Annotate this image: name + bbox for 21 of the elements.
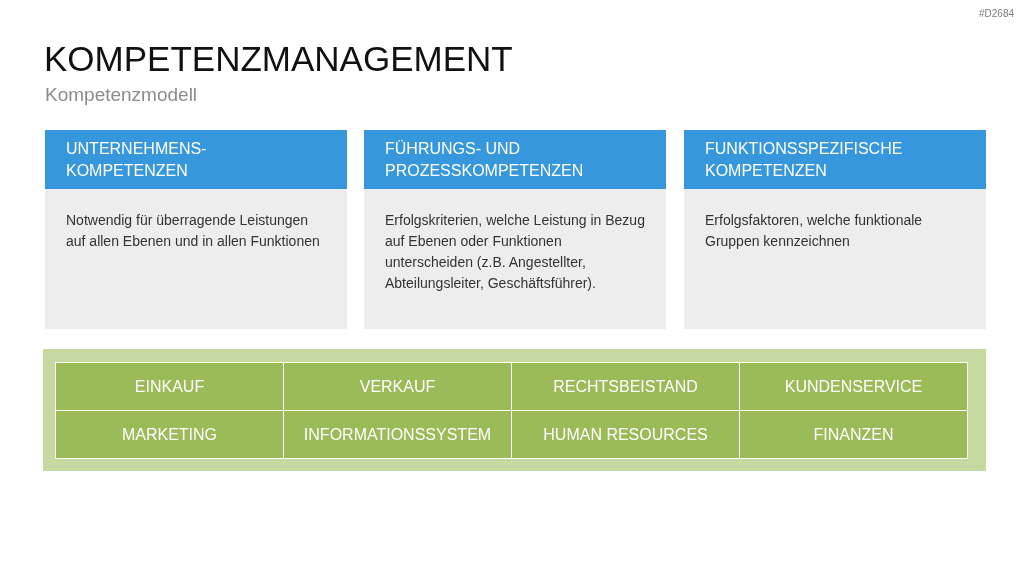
document-id: #D2684	[978, 7, 1014, 20]
card-header: FÜHRUNGS- UND PROZESSKOMPETENZEN	[364, 130, 666, 189]
info-card	[684, 130, 986, 329]
info-card	[364, 130, 666, 329]
slide-subtitle: Kompetenzmodell	[45, 83, 198, 107]
table-cell: HUMAN RESOURCES	[511, 410, 740, 459]
table-cell: FINANZEN	[739, 410, 968, 459]
card-description: Erfolgsfaktoren, welche funktionale Gruppen kennzeichnen	[705, 211, 924, 251]
slide-title: KOMPETENZMANAGEMENT	[44, 38, 513, 80]
table-panel	[43, 349, 986, 471]
info-card	[45, 130, 347, 329]
table-cell: MARKETING	[55, 410, 284, 459]
card-description: Notwendig für überragende Leistungen auf allen Ebenen und in allen Funktionen	[66, 211, 321, 251]
table-cell: INFORMATIONSSYSTEM	[283, 410, 512, 459]
card-header: UNTERNEHMENS- KOMPETENZEN	[45, 130, 347, 189]
table-cell: VERKAUF	[283, 362, 512, 411]
table-cell: KUNDENSERVICE	[739, 362, 968, 411]
table-cell: RECHTSBEISTAND	[511, 362, 740, 411]
table-cell: EINKAUF	[55, 362, 284, 411]
card-description: Erfolgskriterien, welche Leistung in Bezug auf Ebenen oder Funktionen unterscheiden (z.B. Angestellter, Abteilungsleiter, Geschäftsführer).	[385, 211, 646, 293]
card-header: FUNKTIONSSPEZIFISCHE KOMPETENZEN	[684, 130, 986, 189]
